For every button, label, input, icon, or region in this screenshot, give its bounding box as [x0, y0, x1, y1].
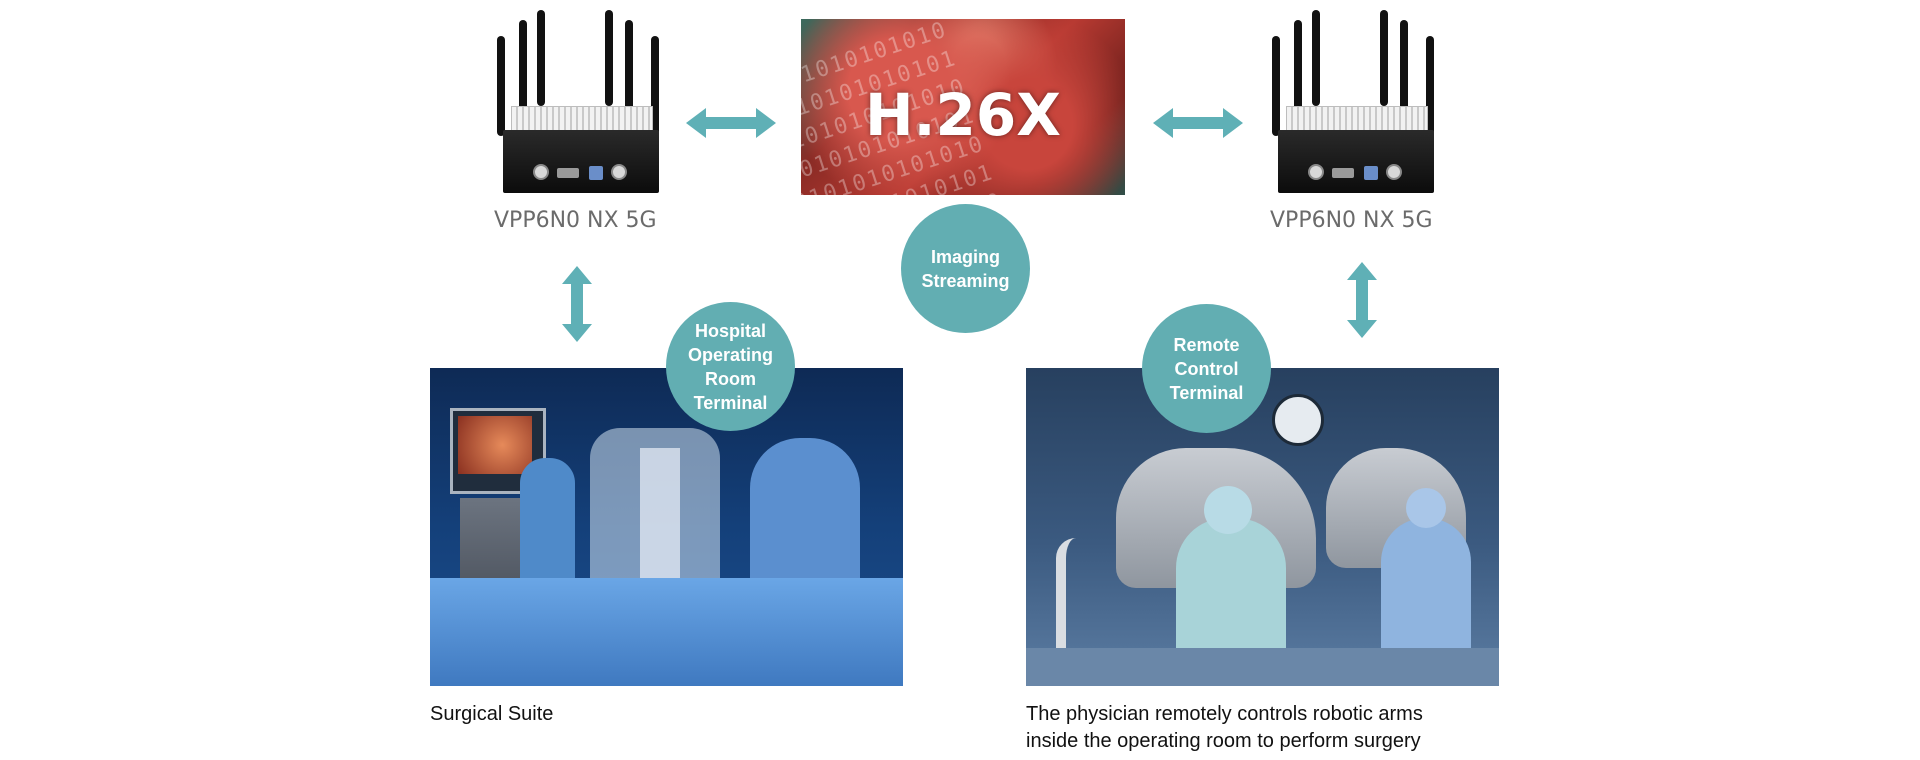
device-right	[1268, 10, 1444, 195]
remote-terminal-badge: Remote Control Terminal	[1142, 304, 1271, 433]
operating-room-photo	[430, 368, 903, 686]
caption-surgical-suite: Surgical Suite	[430, 703, 554, 725]
device-label-right: VPP6N0 NX 5G	[1270, 208, 1433, 233]
arrow-left-vertical	[562, 266, 592, 342]
imaging-streaming-badge: Imaging Streaming	[901, 204, 1030, 333]
caption-remote-line2: inside the operating room to perform sur…	[1026, 730, 1421, 752]
caption-remote-line1: The physician remotely controls robotic …	[1026, 703, 1423, 725]
device-label-left: VPP6N0 NX 5G	[494, 208, 657, 233]
device-left	[493, 10, 669, 195]
arrow-left-horizontal	[686, 108, 776, 138]
arrow-right-vertical	[1347, 262, 1377, 338]
hospital-terminal-badge: Hospital Operating Room Terminal	[666, 302, 795, 431]
arrow-right-horizontal	[1153, 108, 1243, 138]
codec-title: H.26X	[864, 81, 1061, 149]
codec-panel: 0101010101010 1010101010101 010101010101…	[801, 19, 1125, 195]
remote-console-photo	[1026, 368, 1499, 686]
